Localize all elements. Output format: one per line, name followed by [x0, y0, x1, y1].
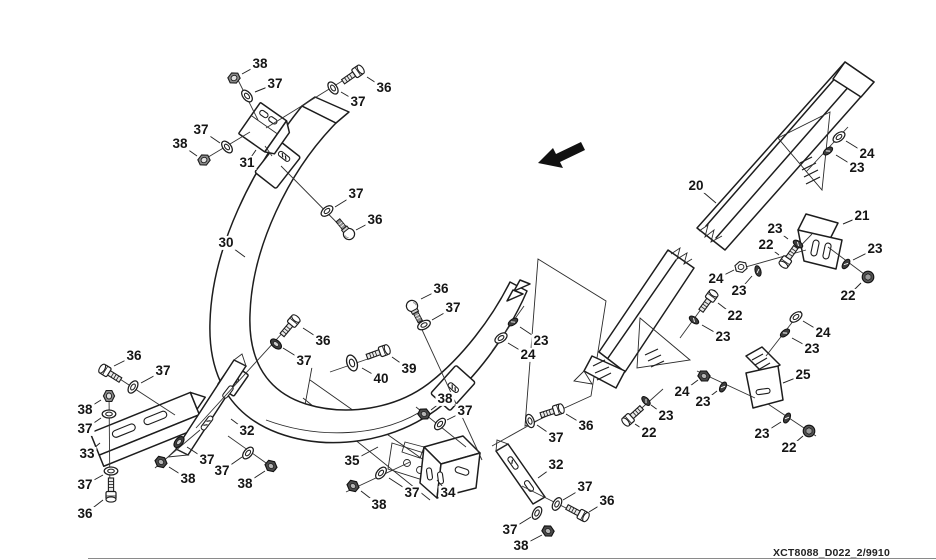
lock-washer-icon	[778, 326, 792, 340]
bolt-end-icon	[861, 270, 875, 284]
carriage-bolt-icon	[403, 297, 426, 325]
part-20-upper-rail	[696, 61, 875, 251]
hex-bolt-icon	[538, 402, 566, 421]
flat-washer-icon	[103, 466, 119, 476]
lock-washer-icon	[687, 313, 701, 327]
figure-code: XCT8088_D022_2/9910	[772, 547, 890, 559]
lock-washer-icon	[639, 394, 653, 408]
hex-nut-icon	[196, 152, 212, 168]
hex-bolt-icon	[564, 502, 592, 524]
dark-hex-nut-icon	[696, 367, 712, 385]
leader-lines	[84, 63, 876, 547]
flat-washer-icon	[101, 409, 117, 419]
lock-washer-icon	[753, 264, 763, 278]
lock-washer-icon	[840, 257, 852, 271]
flat-washer-icon	[239, 444, 257, 462]
hex-bolt-icon	[619, 403, 646, 429]
hex-screw-icon	[364, 343, 392, 363]
large-washer-icon	[343, 352, 361, 374]
hex-nut-icon	[102, 389, 116, 403]
flat-washer-icon	[431, 415, 449, 433]
flat-washer-icon	[325, 79, 341, 97]
hex-bolt-icon	[96, 362, 124, 385]
flat-washer-icon	[238, 87, 256, 105]
dark-hex-nut-icon	[539, 522, 557, 540]
flat-washer-icon	[218, 138, 236, 156]
carriage-bolt-icon	[332, 216, 358, 243]
lock-washer-icon	[717, 380, 729, 394]
flat-washer-icon	[549, 495, 565, 513]
flat-washer-icon	[318, 202, 336, 220]
flat-washer-icon	[125, 378, 141, 396]
part-20-lower-rail	[573, 246, 695, 389]
bracket-31	[238, 102, 291, 155]
strip-32-left	[166, 353, 247, 458]
deck-outline	[524, 258, 607, 427]
flat-washer-icon	[529, 504, 545, 522]
bracket-25	[745, 346, 784, 409]
bracket-33	[89, 391, 206, 468]
dark-washer-icon	[268, 336, 284, 352]
dark-hex-nut-icon	[262, 457, 280, 475]
part-30-strap	[209, 96, 531, 444]
hex-bolt-icon	[696, 287, 720, 315]
hex-bolt-icon	[339, 63, 367, 87]
white-hex-nut-icon	[733, 259, 749, 275]
hatched-slot	[751, 353, 771, 371]
lock-washer-icon	[781, 411, 793, 425]
lock-washer-icon	[821, 144, 835, 158]
bolt-end-icon	[802, 424, 816, 438]
strip-32-right	[495, 439, 546, 505]
flat-washer-icon	[523, 412, 537, 430]
flat-washer-icon	[787, 309, 805, 325]
hatched-slot	[799, 156, 821, 185]
hex-bolt-icon	[105, 477, 117, 503]
hatched-slot	[592, 359, 612, 381]
bracket-34	[401, 435, 481, 499]
hex-bolt-icon	[277, 312, 302, 339]
direction-arrow-icon	[538, 142, 585, 168]
hatched-slot	[644, 348, 665, 368]
